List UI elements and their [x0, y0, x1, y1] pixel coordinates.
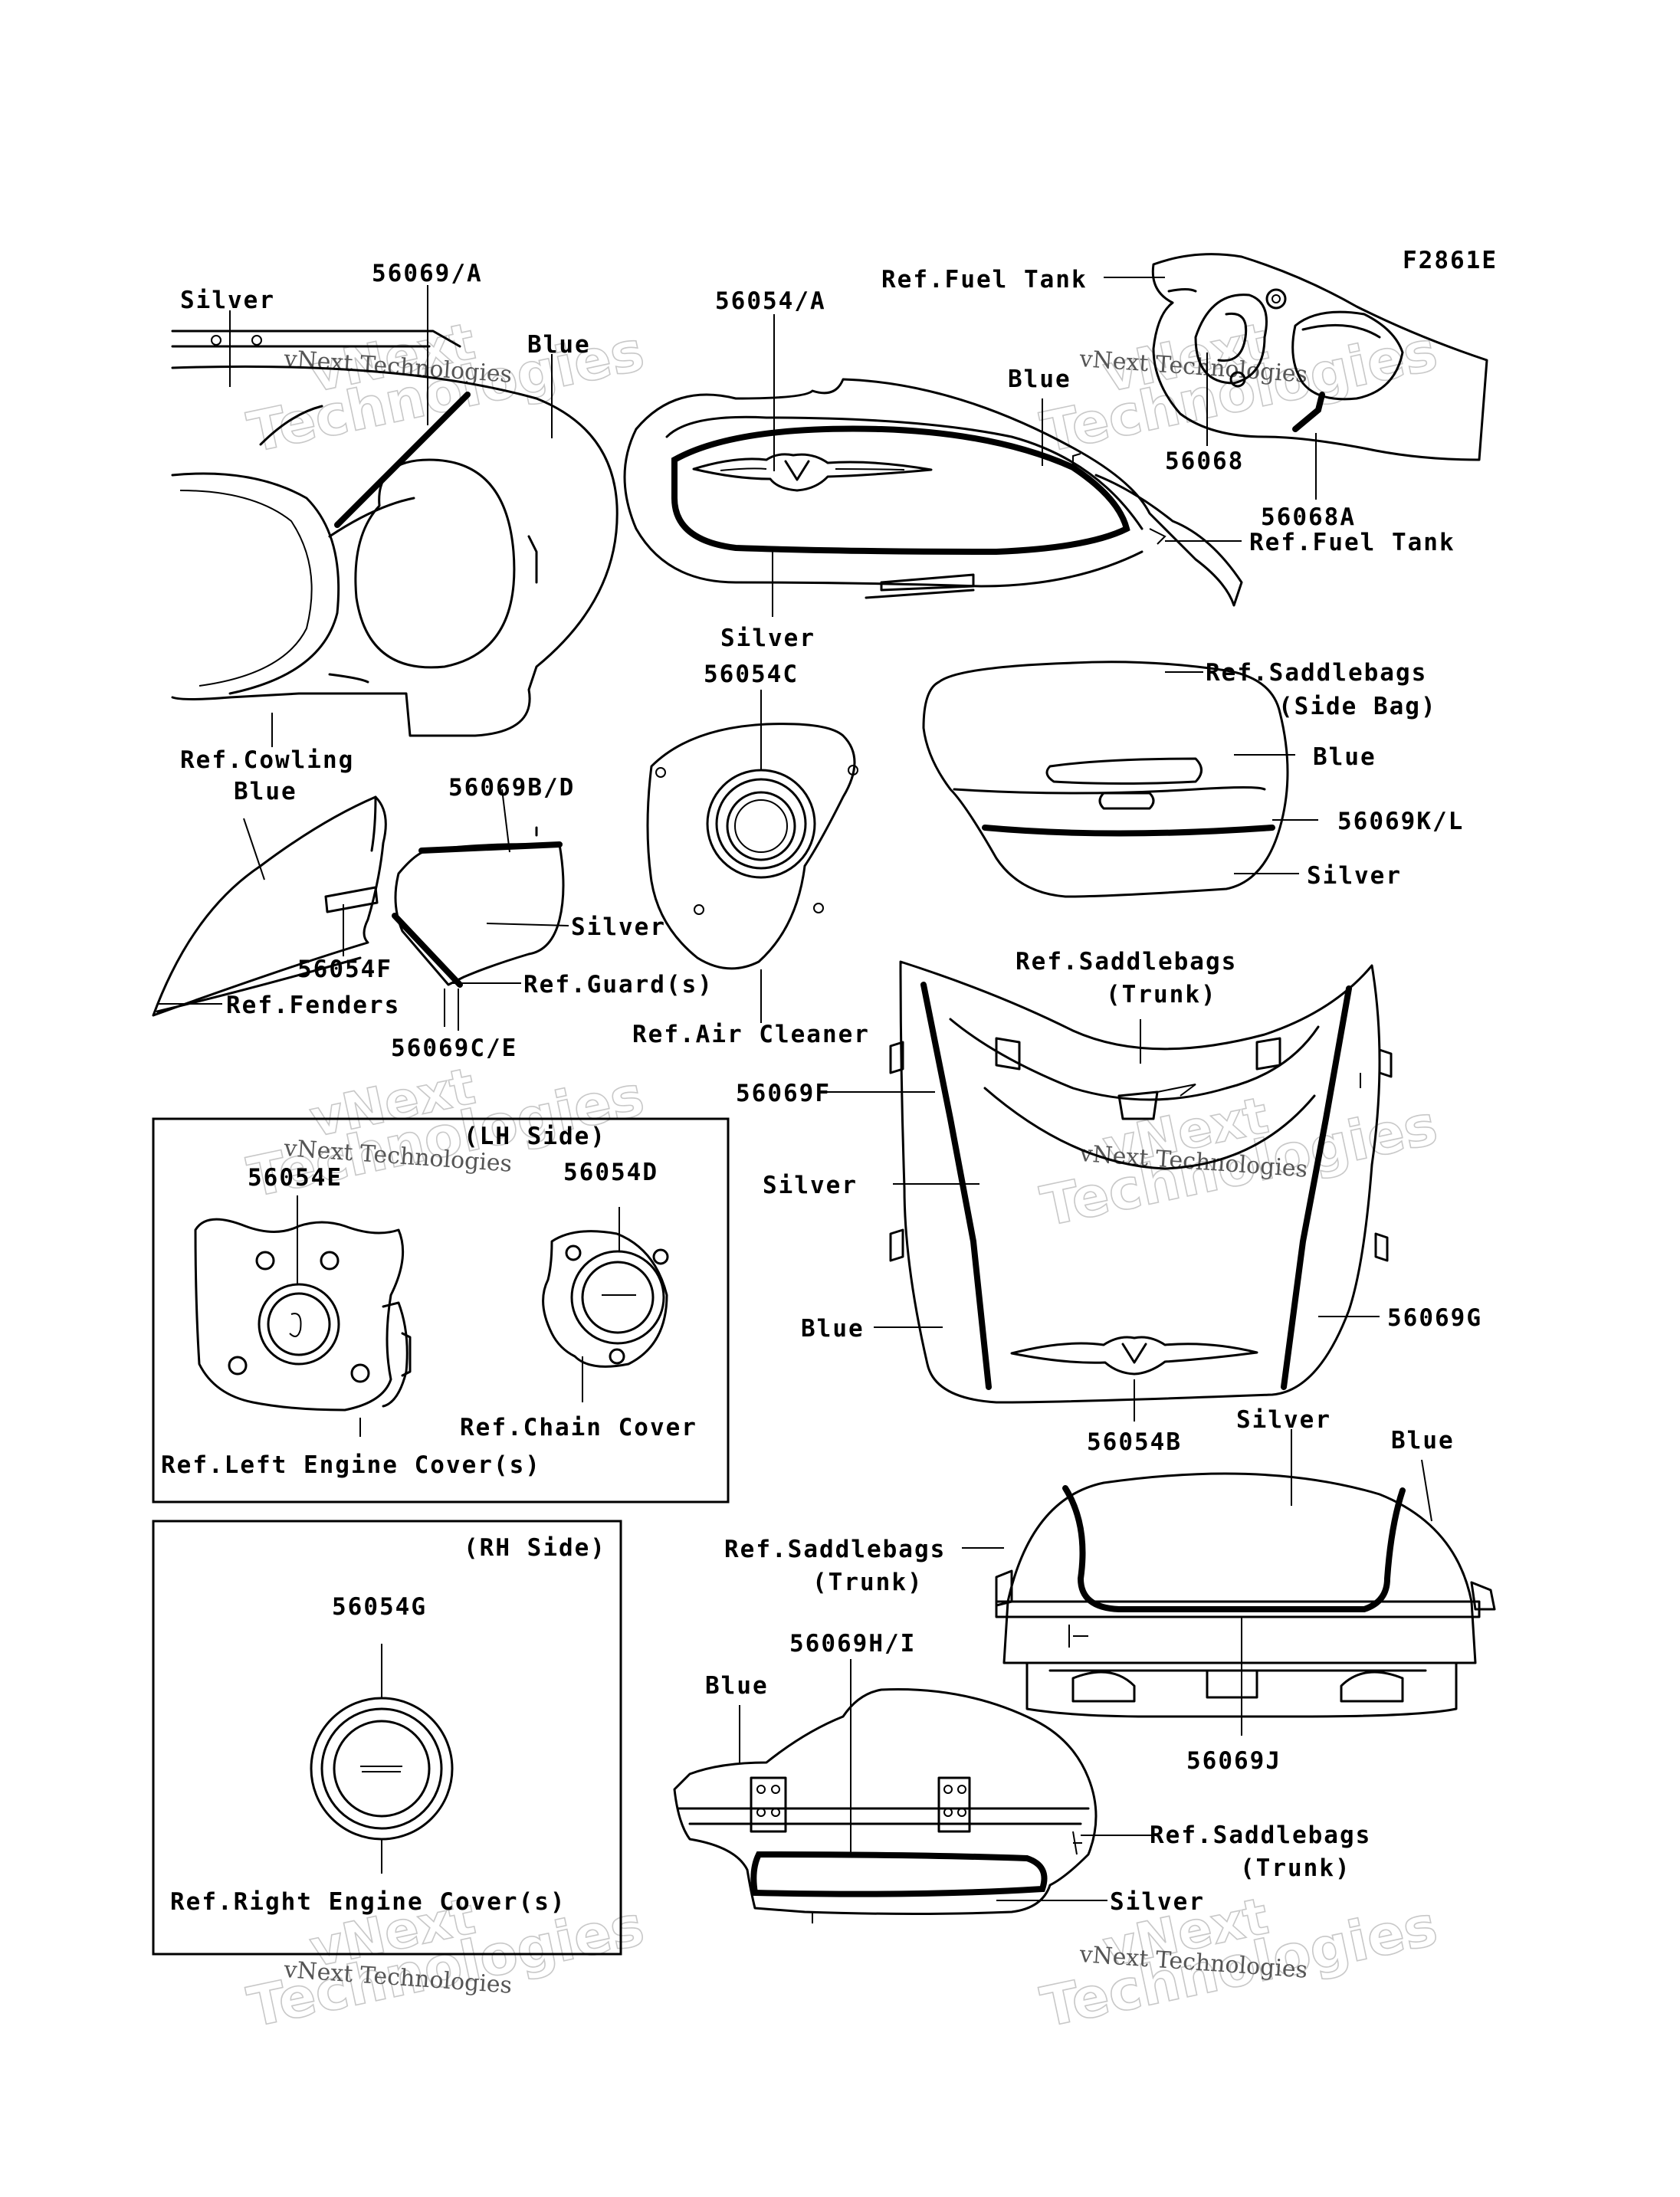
label-56054e: 56054E: [248, 1164, 343, 1192]
fender-guard-drawing: [152, 795, 565, 1027]
left-engine-cover-drawing: [194, 1218, 412, 1412]
label-ref-guards: Ref.Guard(s): [523, 971, 714, 998]
label-blue-trunk-rear: Blue: [1391, 1427, 1455, 1454]
fuel-tank-drawing: [623, 378, 1243, 607]
label-56054b: 56054B: [1087, 1428, 1182, 1456]
label-blue-cowling: Blue: [527, 331, 591, 359]
label-ref-cowling: Ref.Cowling: [180, 746, 354, 774]
label-silver-cowling: Silver: [180, 287, 275, 314]
right-engine-cover-drawing: [310, 1697, 454, 1841]
trunk-side-drawing: [673, 1688, 1098, 1923]
label-lh-side: (LH Side): [464, 1123, 606, 1150]
label-silver-sidebag: Silver: [1307, 862, 1402, 890]
label-blue-trunk-front: Blue: [801, 1315, 865, 1343]
leader-lines: [157, 277, 1432, 1901]
label-56069-a: 56069/A: [372, 260, 483, 287]
lh-side-box: [152, 1117, 730, 1503]
label-56054g: 56054G: [332, 1593, 427, 1621]
label-56054c: 56054C: [704, 661, 799, 688]
label-silver-tank: Silver: [720, 625, 815, 652]
label-rh-side: (RH Side): [464, 1534, 606, 1562]
rh-side-box: [152, 1520, 622, 1956]
watermark-5: vNext Technologies: [241, 1886, 650, 2040]
label-ref-fuel-tank-top: Ref.Fuel Tank: [881, 266, 1088, 293]
label-ref-air-cleaner: Ref.Air Cleaner: [632, 1021, 870, 1048]
side-bag-drawing: [922, 661, 1289, 898]
label-side-bag: (Side Bag): [1278, 693, 1437, 720]
label-ref-saddlebags-sidebag: Ref.Saddlebags: [1206, 659, 1427, 687]
label-silver-trunk-front: Silver: [763, 1172, 858, 1199]
label-56069f: 56069F: [736, 1080, 831, 1107]
label-ref-chain-cover: Ref.Chain Cover: [460, 1414, 697, 1441]
trunk-rear-drawing: [995, 1472, 1496, 1718]
trunk-front-drawing: [889, 960, 1393, 1404]
label-blue-tank: Blue: [1008, 366, 1071, 393]
label-silver-trunk-rear: Silver: [1236, 1406, 1331, 1434]
figure-code: F2861E: [1403, 247, 1498, 274]
label-trunk-side: (Trunk): [1240, 1854, 1351, 1882]
chain-cover-drawing: [542, 1230, 669, 1368]
label-ref-saddlebags-trunk-side: Ref.Saddlebags: [1150, 1822, 1371, 1849]
air-cleaner-drawing: [646, 723, 858, 970]
label-blue-fender: Blue: [234, 778, 297, 805]
label-56069j: 56069J: [1186, 1747, 1281, 1775]
label-trunk-rear: (Trunk): [812, 1569, 924, 1596]
label-ref-saddlebags-trunk-front: Ref.Saddlebags: [1016, 948, 1237, 976]
label-blue-sidebag: Blue: [1313, 743, 1376, 771]
label-trunk-front: (Trunk): [1106, 981, 1217, 1008]
label-ref-fuel-tank-right: Ref.Fuel Tank: [1249, 529, 1455, 556]
label-ref-left-engine-cover: Ref.Left Engine Cover(s): [161, 1451, 541, 1479]
label-56054-a: 56054/A: [715, 287, 826, 315]
label-silver-trunk-side: Silver: [1110, 1888, 1205, 1916]
callout-labels: Silver 56069/A Blue 56054/A Ref.Fuel Tan…: [161, 260, 1482, 1916]
label-56054d: 56054D: [563, 1159, 658, 1186]
fuel-tank-detail-drawing: [1151, 253, 1488, 461]
cowling-drawing: [171, 330, 619, 737]
label-ref-right-engine-cover: Ref.Right Engine Cover(s): [170, 1888, 566, 1916]
label-56069c-e: 56069C/E: [391, 1035, 517, 1062]
label-56054f: 56054F: [297, 956, 392, 983]
label-blue-trunk-side: Blue: [705, 1672, 769, 1700]
label-56069b-d: 56069B/D: [448, 774, 575, 802]
label-56068a: 56068A: [1261, 503, 1356, 531]
label-56069k-l: 56069K/L: [1337, 808, 1464, 835]
label-ref-saddlebags-trunk-rear: Ref.Saddlebags: [724, 1536, 946, 1563]
label-ref-fenders: Ref.Fenders: [226, 992, 400, 1019]
label-56069h-i: 56069H/I: [789, 1630, 916, 1658]
label-silver-guard: Silver: [571, 913, 666, 941]
label-56069g: 56069G: [1387, 1304, 1482, 1332]
label-56068: 56068: [1165, 448, 1244, 475]
